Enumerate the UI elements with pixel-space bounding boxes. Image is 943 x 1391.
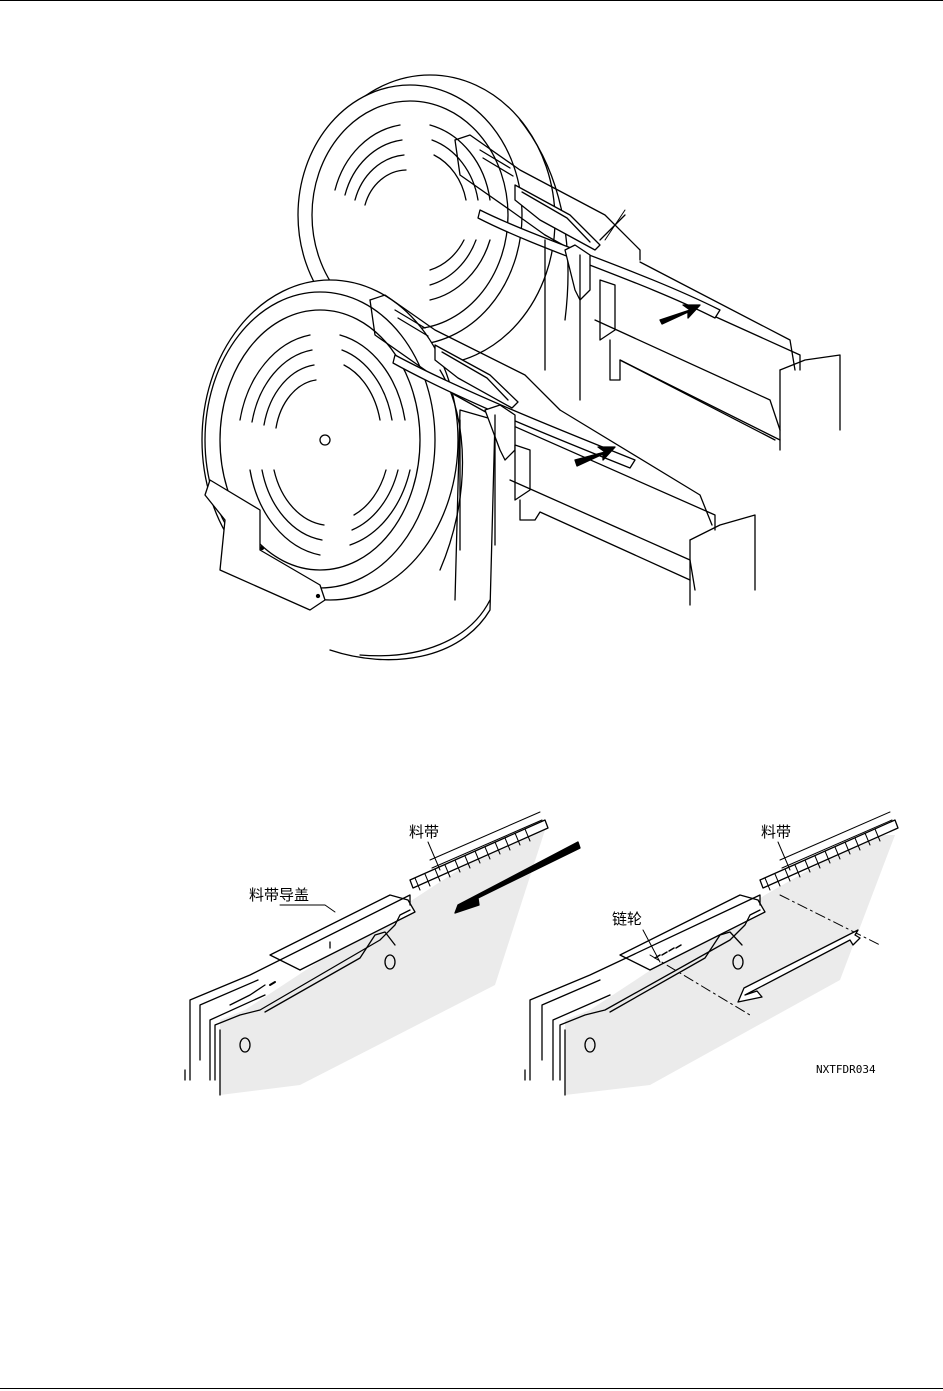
figure-code: NXTFDR034 [816, 1064, 876, 1075]
tape-label-left: 料带 [409, 825, 439, 840]
detail-left [185, 812, 580, 1095]
tape-label-right: 料带 [761, 825, 791, 840]
sprocket-label: 链轮 [612, 912, 642, 927]
detail-right [525, 812, 898, 1095]
tape-guide-cover-label: 料带导盖 [249, 888, 309, 903]
